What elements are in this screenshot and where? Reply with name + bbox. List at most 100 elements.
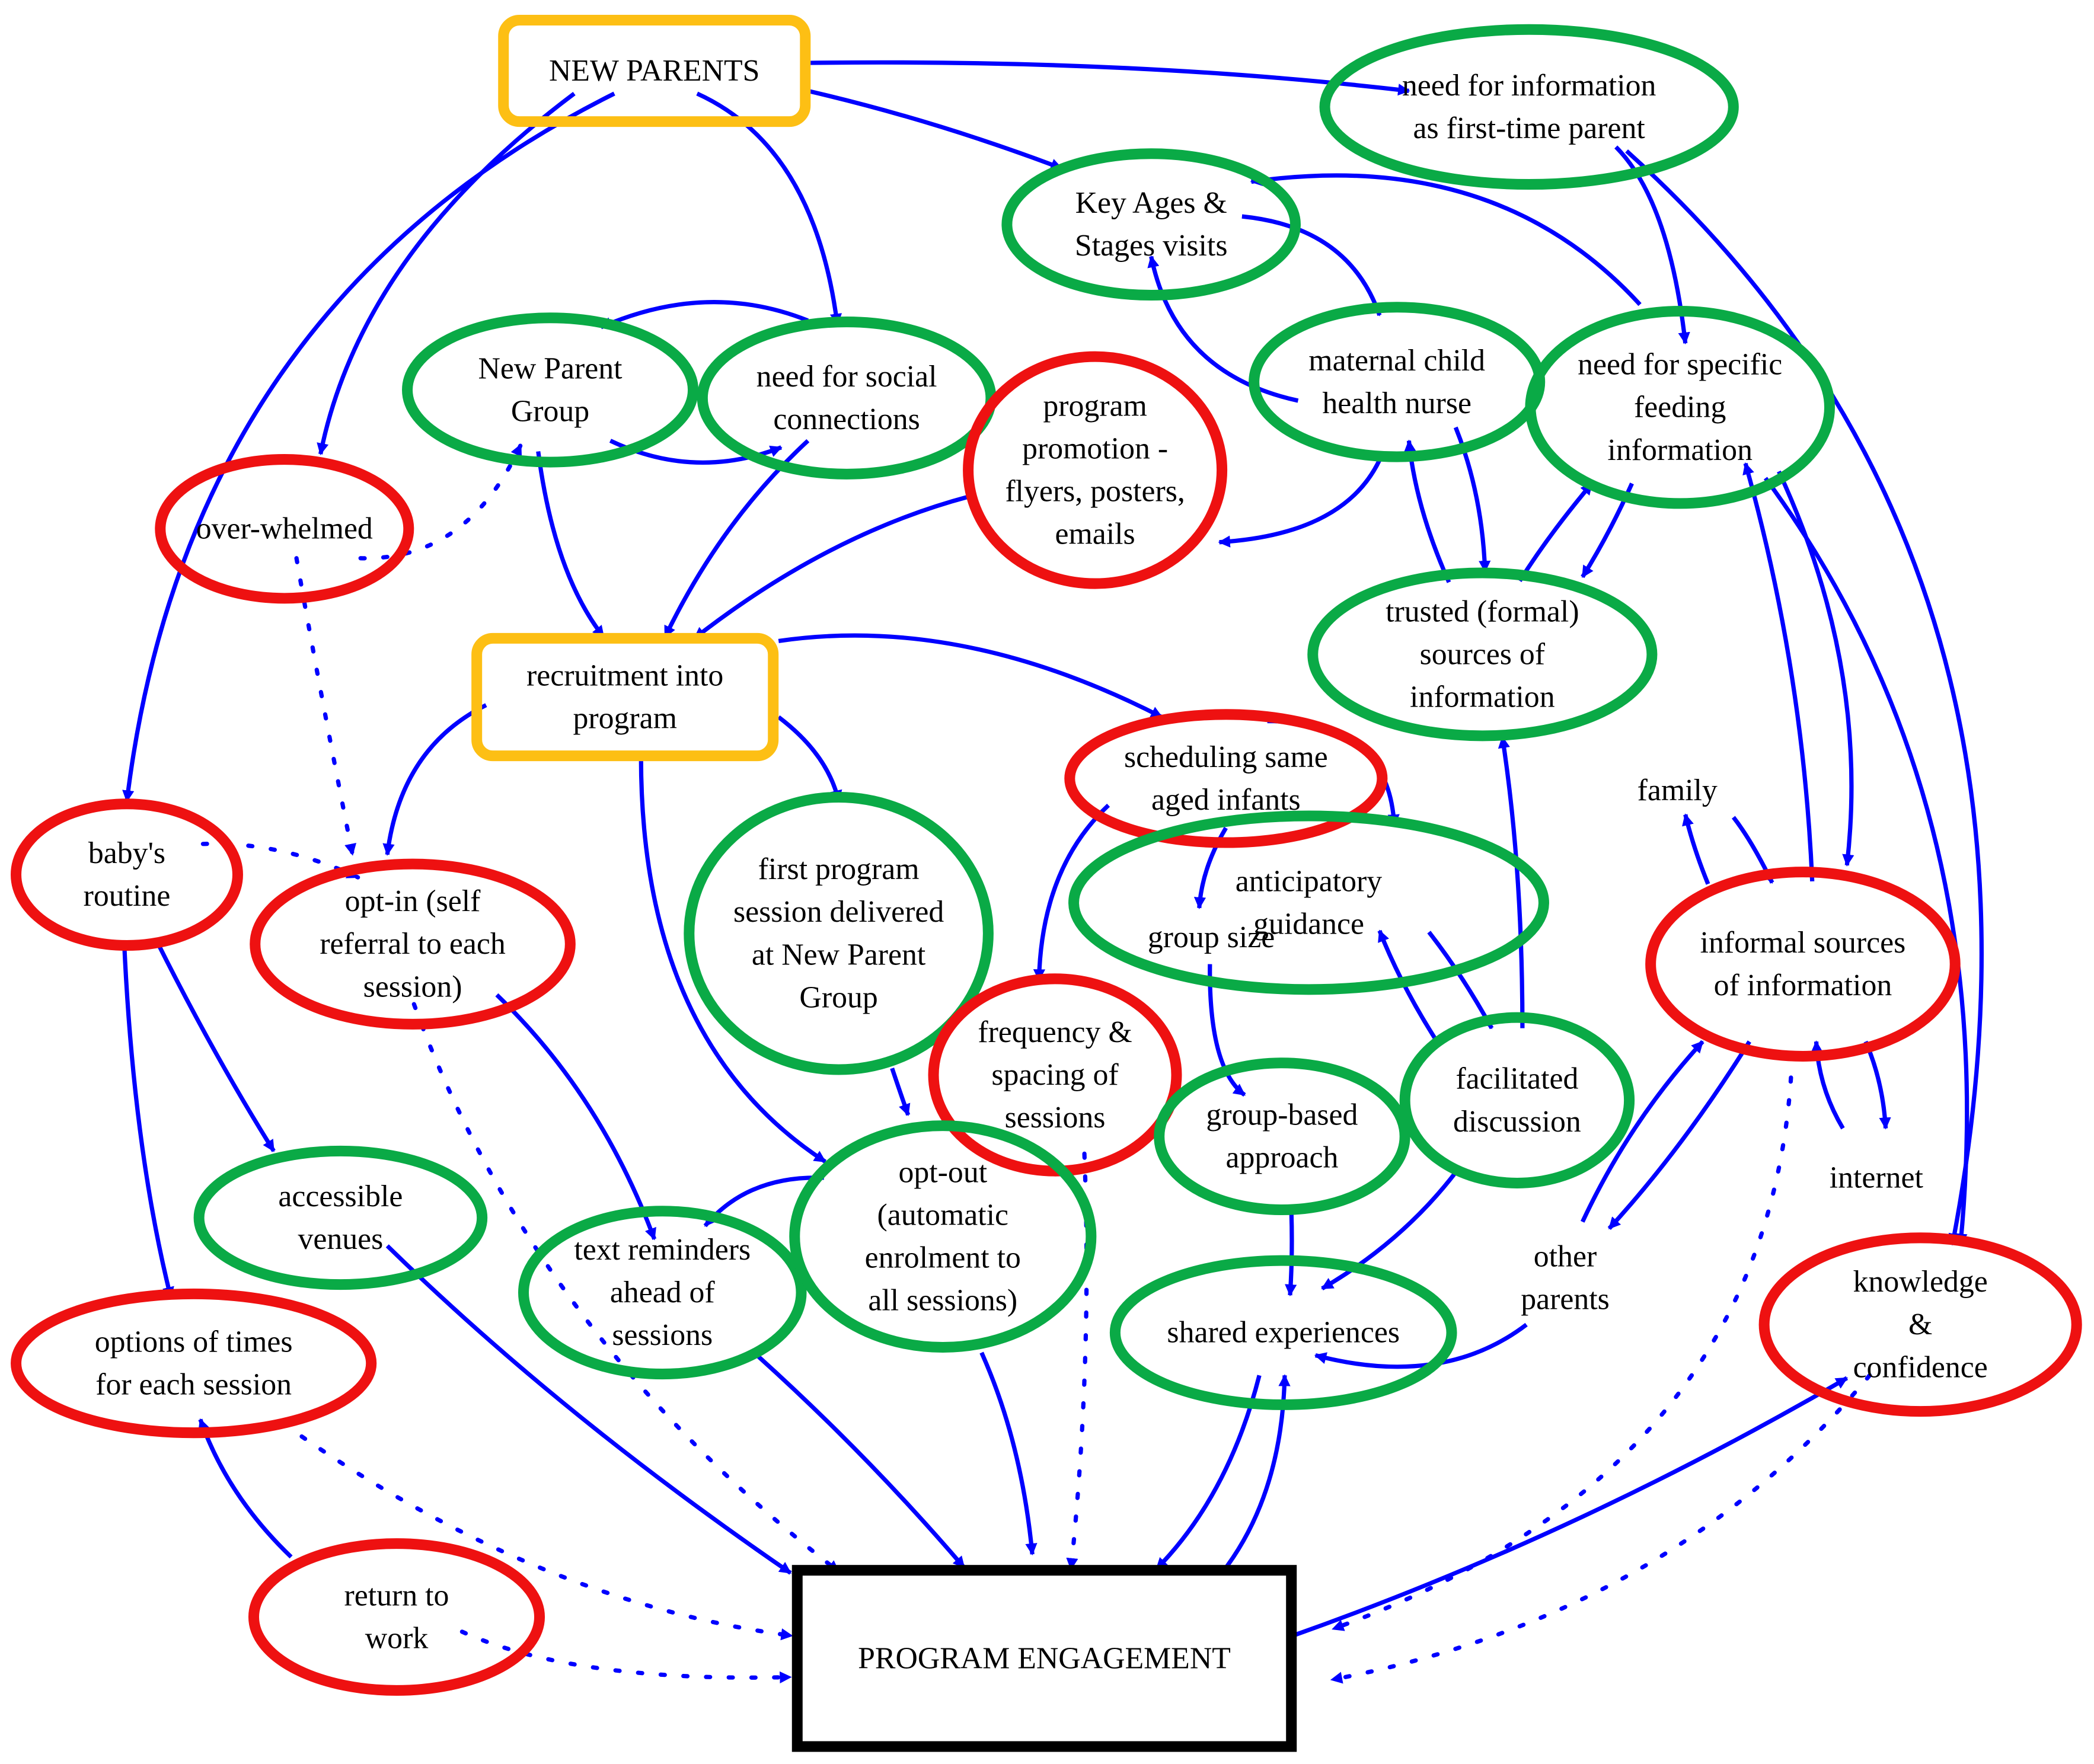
edge-key-ages-to-maternal-nurse: [1241, 214, 1382, 317]
edge-group-based-to-shared-experiences: [1285, 1212, 1297, 1297]
node-first-session-label-line: session delivered: [733, 895, 944, 929]
node-babys-routine-label-line: baby's: [88, 836, 165, 870]
node-knowledge-outline: [1758, 1232, 2082, 1417]
node-text-reminders-label-line: sessions: [612, 1318, 713, 1352]
node-group-size-label-line: group size: [1148, 921, 1275, 954]
node-knowledge-label-line: knowledge: [1853, 1265, 1988, 1299]
node-maternal-nurse-label-line: health nurse: [1322, 386, 1471, 420]
edge-informal-sources-to-internet: [1863, 1040, 1891, 1130]
node-need-social-outline: [697, 317, 997, 480]
node-new-parent-group-outline: [402, 312, 699, 468]
edge-recruitment-to-opt-out: [639, 757, 827, 1164]
edge-scheduling-to-group-size: [1193, 826, 1228, 909]
edge-informal-sources-to-need-feeding: [1742, 462, 1815, 882]
node-maternal-nurse-outline: [1249, 302, 1546, 462]
node-family: family: [1637, 774, 1718, 807]
node-trusted-sources-outline: [1307, 567, 1658, 742]
node-need-feeding-label-line: need for specific: [1578, 348, 1782, 382]
node-informal-sources-outline: [1645, 867, 1961, 1062]
node-scheduling-outline: [1064, 709, 1388, 848]
node-family-label-line: family: [1637, 774, 1718, 807]
node-return-to-work-outline: [248, 1538, 545, 1696]
edge-maternal-nurse-to-program-promotion: [1218, 453, 1384, 548]
edge-return-to-work-to-options-times: [198, 1418, 293, 1559]
edge-need-feeding-to-key-ages: [1250, 173, 1642, 306]
node-recruitment-label-line: recruitment into: [526, 659, 723, 692]
node-recruitment-outline: [471, 632, 779, 762]
node-maternal-nurse: maternal child health nurse: [1249, 302, 1546, 462]
edge-trusted-sources-to-maternal-nurse: [1404, 439, 1451, 583]
edge-accessible-venues-to-program-engagement: [385, 1244, 792, 1575]
edge-need-info-first-time-to-knowledge: [1625, 149, 1984, 1246]
edge-informal-sources-to-program-engagement: [1330, 1053, 1795, 1631]
node-program-engagement: PROGRAM ENGAGEMENT: [791, 1565, 1297, 1752]
node-need-info-first-time-outline: [1319, 24, 1739, 190]
edge-recruitment-to-first-session: [777, 715, 842, 803]
edge-informal-sources-to-family: [1682, 813, 1710, 885]
node-internet: internet: [1830, 1161, 1924, 1194]
node-recruitment-label-line: program: [573, 702, 676, 736]
node-opt-out-label-line: all sessions): [868, 1284, 1017, 1318]
node-new-parents-outline: [498, 14, 811, 127]
node-maternal-nurse-label-line: maternal child: [1308, 344, 1485, 378]
node-first-session-outline: [684, 791, 994, 1075]
node-other-parents-label-line: other: [1534, 1239, 1597, 1273]
node-new-parents-label-line: NEW PARENTS: [549, 54, 759, 88]
edge-babys-routine-to-accessible-venues: [155, 941, 276, 1152]
node-accessible-venues-label-line: venues: [298, 1222, 383, 1256]
edge-scheduling-to-frequency: [1033, 803, 1110, 982]
node-facilitated-outline: [1399, 1012, 1635, 1188]
edge-other-parents-to-informal-sources: [1581, 1040, 1704, 1223]
node-accessible-venues-outline: [193, 1145, 488, 1290]
node-knowledge-label-line: &: [1908, 1308, 1932, 1341]
edge-opt-out-to-program-engagement: [979, 1351, 1038, 1556]
node-return-to-work-label-line: return to: [344, 1578, 449, 1612]
node-need-social-label-line: connections: [773, 402, 920, 436]
edge-first-session-to-opt-out: [890, 1068, 911, 1116]
edge-need-feeding-to-informal-sources: [1777, 470, 1854, 867]
edge-new-parents-to-key-ages: [807, 88, 1063, 171]
node-new-parents: NEW PARENTS: [498, 14, 811, 127]
node-internet-label-line: internet: [1830, 1161, 1924, 1194]
node-group-size: group size: [1148, 921, 1275, 954]
edge-facilitated-to-trusted-sources: [1498, 736, 1525, 1028]
node-text-reminders-outline: [518, 1206, 807, 1380]
edge-opt-in-to-text-reminders: [495, 993, 657, 1241]
node-informal-sources-label-line: of information: [1714, 969, 1892, 1002]
edge-new-parents-to-need-social: [696, 91, 842, 326]
node-new-parent-group-label-line: New Parent: [478, 351, 623, 385]
node-recruitment: recruitment into program: [471, 632, 779, 762]
edge-knowledge-to-program-engagement: [1329, 1373, 1872, 1684]
node-first-session-label-line: first program: [758, 852, 920, 886]
edge-trusted-sources-to-need-feeding: [1518, 482, 1594, 582]
node-key-ages: Key Ages &Stages visits: [1001, 148, 1301, 301]
edge-new-parents-to-babys-routine: [122, 91, 615, 803]
node-scheduling-label-line: aged infants: [1151, 783, 1301, 817]
node-opt-in-label-line: opt-in (self: [345, 884, 481, 918]
node-key-ages-outline: [1001, 148, 1301, 301]
node-frequency-label-line: sessions: [1005, 1101, 1106, 1135]
node-need-feeding-label-line: feeding: [1634, 391, 1726, 424]
node-shared-experiences-label-line: shared experiences: [1167, 1316, 1400, 1350]
node-opt-out-label-line: (automatic: [877, 1199, 1008, 1232]
node-trusted-sources-label-line: information: [1410, 680, 1555, 714]
edge-need-social-to-new-parent-group: [599, 300, 809, 330]
node-need-info-first-time-label-line: need for information: [1402, 69, 1656, 103]
node-knowledge-label-line: confidence: [1853, 1350, 1988, 1384]
